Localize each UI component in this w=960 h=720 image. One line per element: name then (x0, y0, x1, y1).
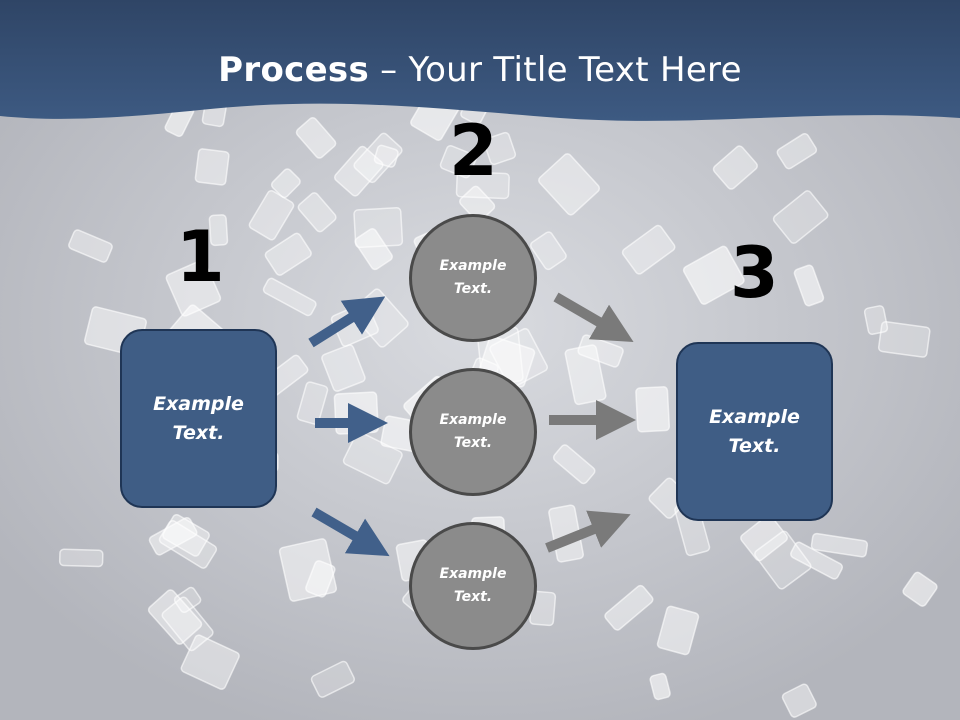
crystal-shape (604, 584, 654, 631)
crystal-shape (248, 189, 295, 241)
circle-2-text: Example Text. (439, 412, 507, 451)
crystal-shape (489, 327, 549, 389)
circle-3-text: Example Text. (439, 566, 507, 605)
crystal-shape (194, 148, 230, 186)
crystal-shape (564, 344, 607, 406)
crystal-shape (58, 548, 104, 568)
crystal-shape (529, 231, 567, 271)
crystal-shape (793, 264, 825, 307)
step-number-2: 2 (449, 110, 498, 192)
crystal-shape (321, 344, 366, 392)
title-bold: Process (218, 50, 370, 90)
crystal-shape (776, 132, 818, 170)
crystal-shape (902, 571, 938, 607)
crystal-shape (538, 153, 601, 216)
crystal-shape (635, 386, 671, 433)
left-box-text: Example Text. (153, 392, 244, 444)
crystal-shape (165, 259, 222, 317)
crystal-shape (656, 605, 700, 656)
crystal-shape (148, 516, 198, 556)
right-box: Example Text. (676, 342, 833, 521)
crystal-shape (682, 245, 745, 305)
crystal-shape (483, 131, 517, 166)
step-number-3: 3 (730, 232, 779, 314)
crystal-shape (161, 596, 214, 652)
title-rest: – Your Title Text Here (369, 50, 742, 90)
crystal-shape (877, 321, 931, 358)
arrow-to-circle-1 (308, 296, 386, 348)
crystal-shape (297, 192, 337, 233)
crystal-shape (296, 381, 329, 425)
crystal-shape (278, 538, 338, 602)
crystal-shape (353, 207, 404, 249)
crystal-shape (649, 672, 671, 701)
step-number-1: 1 (176, 216, 225, 298)
circle-1-text: Example Text. (439, 258, 507, 297)
arrow-from-circle-3 (545, 510, 631, 553)
crystal-shape (68, 229, 113, 263)
circle-3: Example Text. (409, 522, 537, 650)
crystal-shape (333, 145, 384, 197)
slide-title: Process – Your Title Text Here (0, 50, 960, 90)
crystal-shape (295, 116, 337, 159)
crystal-shape (712, 145, 758, 190)
crystal-shape (789, 541, 844, 580)
circle-1: Example Text. (409, 214, 537, 342)
arrow-from-circle-1 (553, 292, 634, 343)
crystal-shape (552, 444, 596, 485)
crystal-shape (772, 190, 829, 244)
crystal-shape (455, 171, 510, 200)
crystal-shape (147, 589, 203, 645)
right-box-text: Example Text. (709, 405, 800, 457)
left-box: Example Text. (120, 329, 277, 508)
arrow-to-circle-3 (311, 507, 390, 557)
crystal-shape (740, 514, 788, 562)
crystal-shape (781, 683, 817, 718)
crystal-shape (208, 214, 229, 247)
crystal-shape (439, 145, 477, 179)
crystal-shape (262, 277, 317, 317)
crystal-shape (310, 660, 356, 698)
header-band (0, 0, 960, 121)
crystal-shape (810, 532, 869, 558)
crystal-shape (270, 168, 301, 199)
crystal-shape (354, 228, 393, 271)
crystal-shape (264, 232, 312, 276)
crystal-shape (863, 305, 889, 335)
circle-2: Example Text. (409, 368, 537, 496)
crystal-shape (621, 224, 676, 275)
